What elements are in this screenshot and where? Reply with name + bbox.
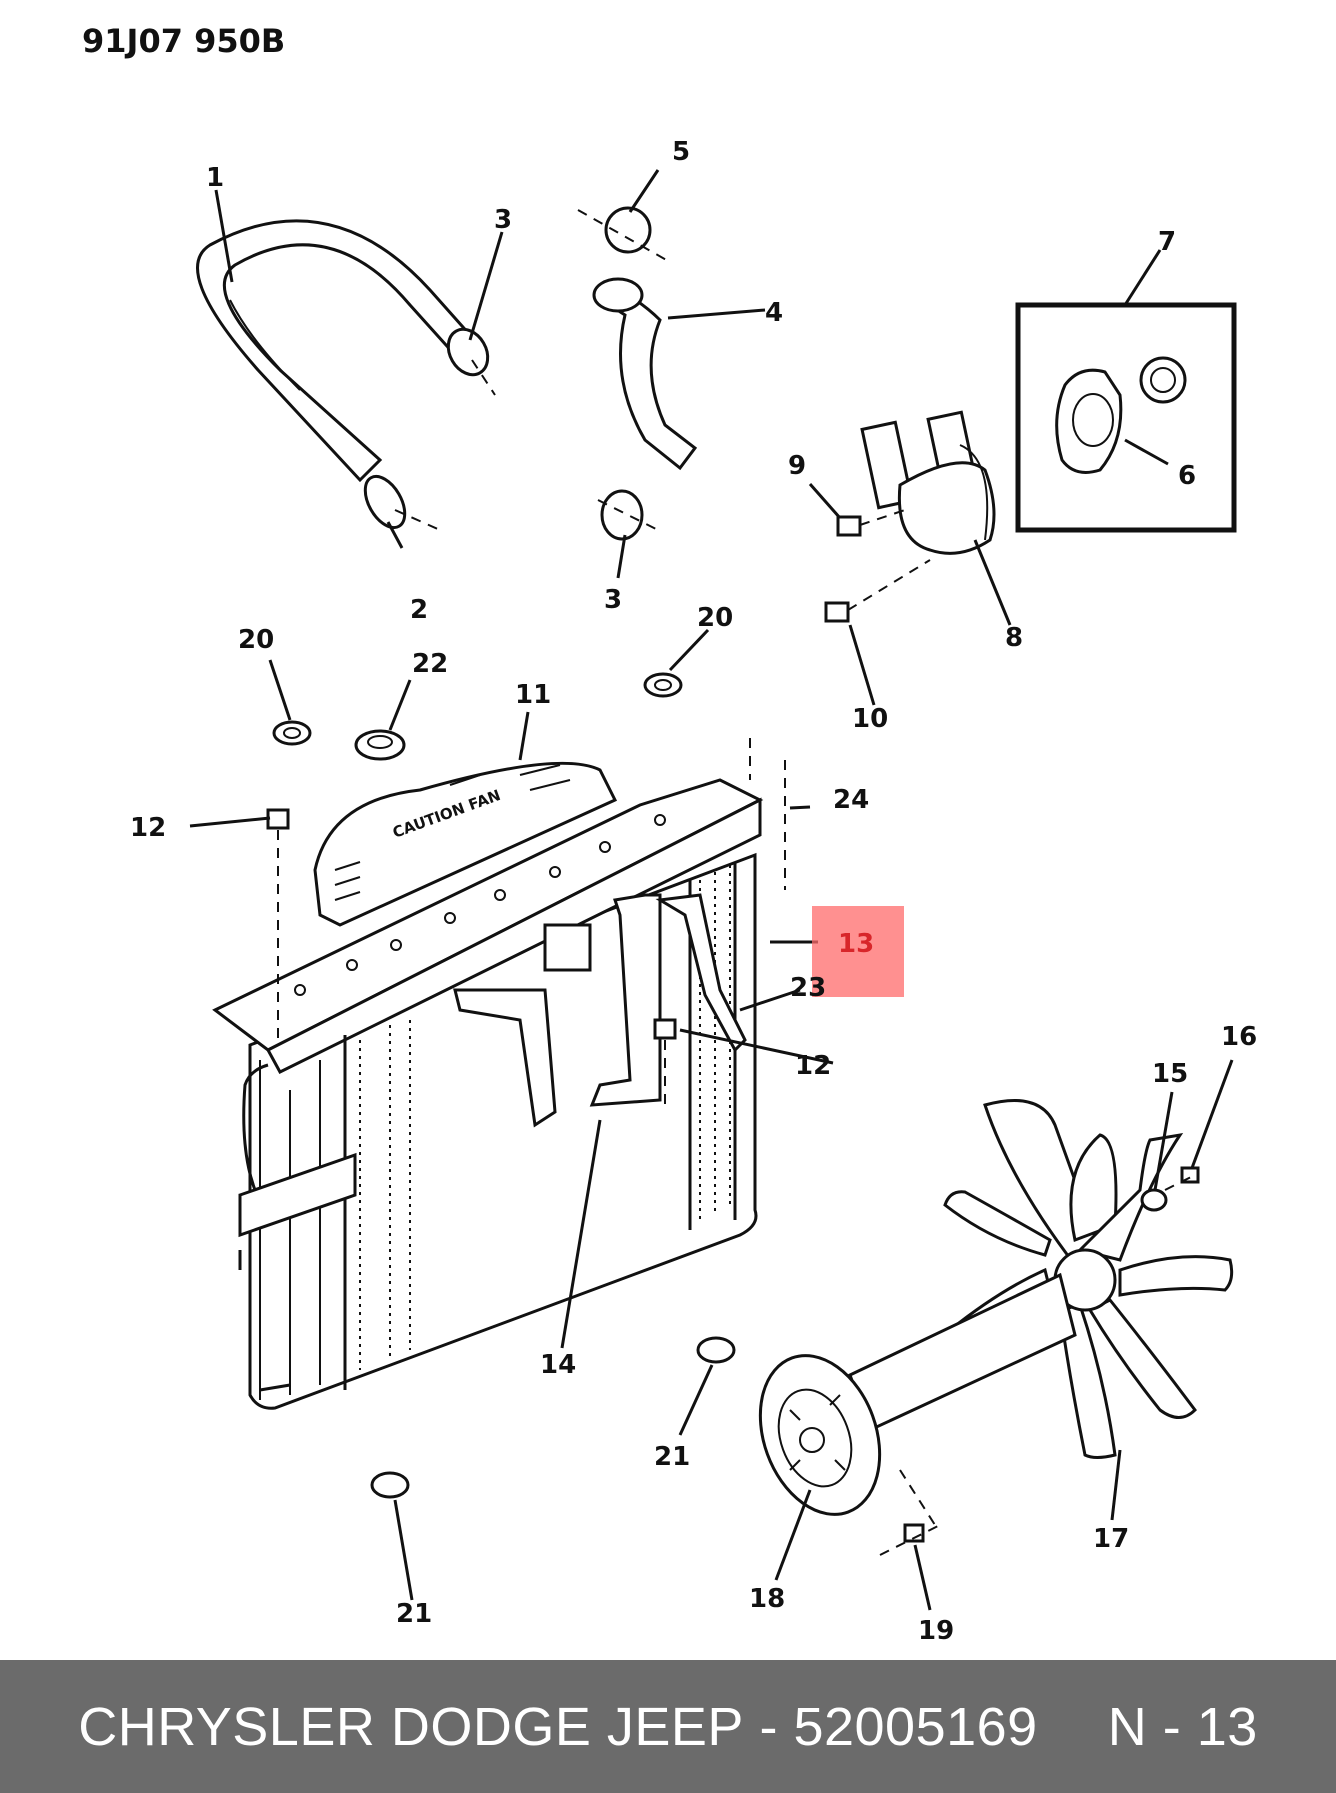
callout-4: 4 bbox=[765, 298, 783, 328]
fan-spacer bbox=[848, 1272, 1077, 1433]
bolt bbox=[836, 509, 906, 537]
callout-20: 20 bbox=[238, 625, 274, 655]
fan-bolt bbox=[1164, 1166, 1200, 1191]
callout-1: 1 bbox=[206, 163, 224, 193]
callout-15: 15 bbox=[1152, 1059, 1188, 1089]
hose-clamp bbox=[577, 206, 671, 263]
callout-2: 2 bbox=[410, 595, 428, 625]
callout-11: 11 bbox=[515, 680, 551, 710]
footer-bar: CHRYSLER DODGE JEEP - 52005169 N - 13 bbox=[0, 1660, 1336, 1793]
radiator-cap bbox=[354, 729, 406, 761]
grommet bbox=[696, 1336, 736, 1364]
cooling-fan bbox=[943, 1099, 1234, 1459]
grommet bbox=[370, 1471, 410, 1499]
callout-19: 19 bbox=[918, 1616, 954, 1646]
callout-13: 13 bbox=[838, 929, 874, 959]
fan-pulley bbox=[758, 1354, 882, 1516]
washer bbox=[1140, 1188, 1168, 1212]
callout-7: 7 bbox=[1158, 227, 1176, 257]
thermostat-housing bbox=[860, 410, 996, 555]
callout-21: 21 bbox=[654, 1442, 690, 1472]
callout-9: 9 bbox=[788, 451, 806, 481]
callout-17: 17 bbox=[1093, 1524, 1129, 1554]
callout-8: 8 bbox=[1005, 623, 1023, 653]
lower-radiator-hose bbox=[592, 277, 698, 471]
callout-12: 12 bbox=[130, 813, 166, 843]
footer-part-number: 52005169 bbox=[793, 1696, 1038, 1757]
callout-18: 18 bbox=[749, 1584, 785, 1614]
callout-3: 3 bbox=[494, 205, 512, 235]
bolt bbox=[653, 1018, 677, 1105]
hose-clamp bbox=[446, 327, 496, 396]
leader-lines bbox=[189, 169, 1234, 1611]
callout-20: 20 bbox=[697, 603, 733, 633]
callout-24: 24 bbox=[833, 785, 869, 815]
callout-23: 23 bbox=[790, 973, 826, 1003]
callout-12: 12 bbox=[795, 1051, 831, 1081]
callout-6: 6 bbox=[1178, 461, 1196, 491]
nut bbox=[879, 1469, 941, 1556]
thermostat-kit-box bbox=[1015, 302, 1237, 533]
part-13-highlight bbox=[812, 906, 904, 997]
callout-10: 10 bbox=[852, 704, 888, 734]
fan-shroud: CAUTION FAN bbox=[313, 761, 618, 927]
mounting-bracket bbox=[453, 893, 747, 1128]
callout-22: 22 bbox=[412, 649, 448, 679]
footer-brand: CHRYSLER DODGE JEEP bbox=[78, 1696, 744, 1757]
footer-separator: - bbox=[759, 1696, 778, 1757]
retainer-nut bbox=[272, 720, 312, 746]
footer-ref: N - 13 bbox=[1107, 1696, 1258, 1757]
upper-radiator-hose bbox=[196, 219, 472, 483]
callout-3: 3 bbox=[604, 585, 622, 615]
callout-21: 21 bbox=[396, 1599, 432, 1629]
callout-5: 5 bbox=[672, 137, 690, 167]
callout-16: 16 bbox=[1221, 1022, 1257, 1052]
retainer-nut bbox=[643, 672, 683, 698]
callout-14: 14 bbox=[540, 1350, 576, 1380]
bolt bbox=[824, 559, 931, 623]
diagram-code: 91J07 950B bbox=[82, 22, 285, 60]
hose-clamp bbox=[597, 489, 659, 541]
parts-diagram: 91J07 950B bbox=[82, 22, 1257, 1646]
hose-clamp bbox=[363, 474, 441, 531]
